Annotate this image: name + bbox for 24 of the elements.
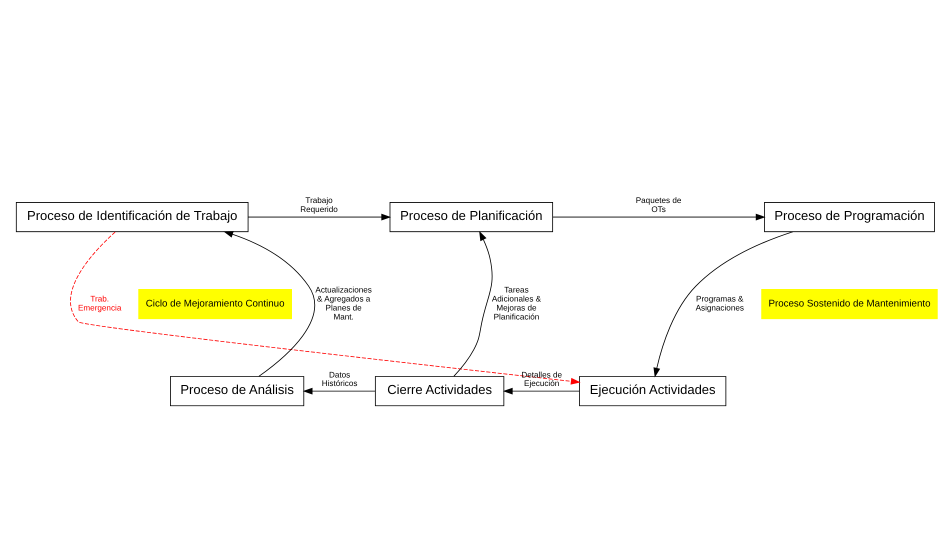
arrow [552, 214, 766, 220]
node-box: Proceso de Programación [764, 202, 935, 232]
node-box: Proceso de Planificación [390, 202, 554, 232]
node-box: Ciclo de Mejoramiento Continuo [138, 289, 292, 320]
edge-label: Actualizaciones & Agregados a Planes de Mant. [315, 286, 372, 322]
node-box: Proceso de Identificación de Trabajo [16, 202, 248, 232]
edge-label: Detalles de Ejecución [521, 370, 562, 388]
arrow [653, 231, 794, 378]
node-box: Ejecución Actividades [579, 376, 726, 406]
arrow [70, 232, 581, 385]
arrow [223, 231, 316, 377]
edge-label: Programas & Asignaciones [696, 294, 744, 313]
node-box: Cierre Actividades [374, 376, 504, 406]
arrow [248, 214, 392, 220]
node-box: Proceso de Análisis [170, 376, 304, 406]
arrow [502, 388, 580, 395]
node-box: Proceso Sostenido de Mantenimiento [761, 289, 938, 320]
edge-label: Paquetes de OTs [636, 196, 682, 214]
edge-label: Trabajo Requerido [300, 196, 338, 214]
edge-label: Trab. Emergencia [78, 294, 122, 313]
arrow [453, 230, 493, 377]
arrow [302, 388, 376, 395]
edge-label: Datos Históricos [322, 370, 358, 388]
edge-label: Tareas Adicionales & Mejoras de Planificación [492, 286, 542, 322]
